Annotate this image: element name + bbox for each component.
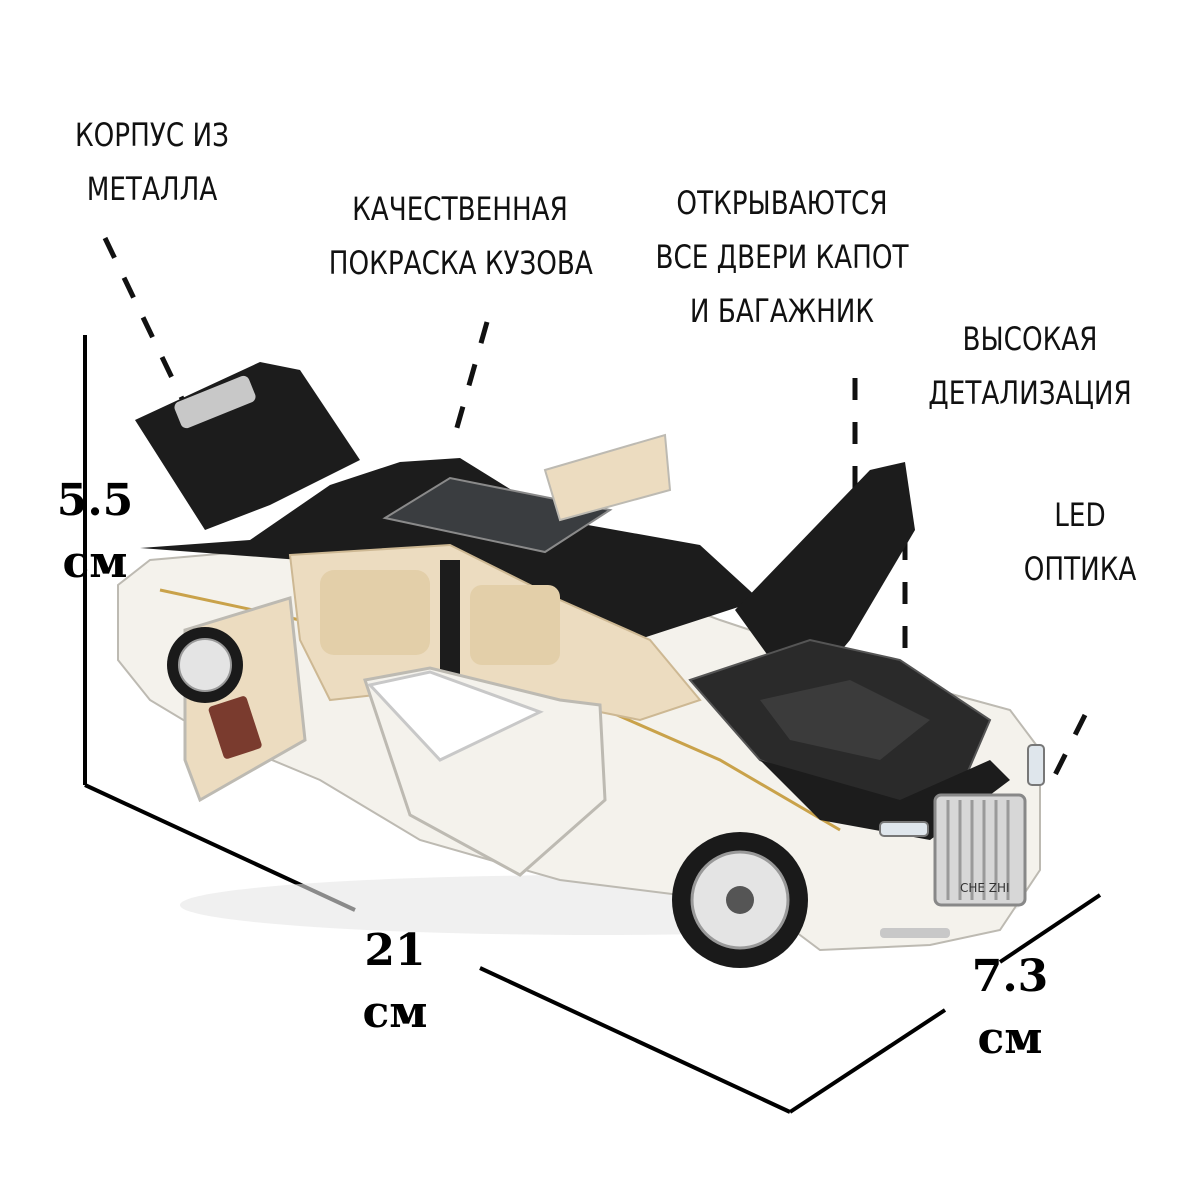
badge-text: CHE ZHI: [960, 881, 1010, 895]
dimension-value: 5.5: [56, 475, 134, 526]
label-line: И БАГАЖНИК: [689, 292, 875, 330]
dimension-value: 21: [364, 925, 426, 976]
hood-lid: [735, 462, 915, 700]
label-line: ОТКРЫВАЮТСЯ: [676, 184, 888, 222]
front-door-window: [367, 670, 544, 762]
dimension-width: 7.3 см: [950, 946, 1070, 1070]
far-door-open: [543, 433, 672, 522]
dimension-unit: см: [62, 537, 128, 588]
rim: [178, 638, 232, 692]
dimension-unit: см: [362, 987, 428, 1038]
label-paint: КАЧЕСТВЕННАЯ ПОКРАСКА КУЗОВА: [328, 182, 593, 290]
sunroof: [382, 476, 613, 554]
label-line: ОПТИКА: [1023, 550, 1137, 588]
bumper-chrome: [880, 928, 950, 938]
label-line: КАЧЕСТВЕННАЯ: [352, 190, 568, 228]
headlight-right: [1027, 744, 1045, 786]
dimension-lines: [83, 335, 1102, 1114]
label-line: LED: [1054, 496, 1106, 534]
trunk-chrome: [174, 375, 256, 429]
door-trim: [208, 696, 262, 759]
leader-led: [1047, 713, 1088, 787]
width-line-upper: [998, 893, 1102, 964]
car-model: CHE ZHI: [117, 362, 1045, 968]
width-line-lower: [788, 1008, 947, 1114]
headlight-left: [879, 821, 929, 837]
leader-paint: [449, 321, 490, 446]
dimension-value: 7.3: [971, 951, 1049, 1002]
label-line: ДЕТАЛИЗАЦИЯ: [928, 374, 1132, 412]
wheel-front: [672, 832, 808, 968]
label-doors: ОТКРЫВАЮТСЯ ВСЕ ДВЕРИ КАПОТ И БАГАЖНИК: [651, 176, 913, 338]
label-line: МЕТАЛЛА: [86, 170, 218, 208]
leader-lines: [102, 236, 1088, 790]
hub: [726, 886, 754, 914]
label-body-metal: КОРПУС ИЗ МЕТАЛЛА: [70, 108, 234, 216]
dimension-length: 21 см: [340, 920, 450, 1044]
length-line-right: [479, 966, 791, 1114]
label-line: КОРПУС ИЗ: [75, 116, 229, 154]
seat-rear: [320, 570, 430, 655]
label-line: ВЫСОКАЯ: [962, 320, 1098, 358]
grille: [933, 793, 1027, 907]
dimension-unit: см: [977, 1013, 1043, 1064]
label-led: LED ОПТИКА: [1014, 488, 1145, 596]
label-line: ПОКРАСКА КУЗОВА: [328, 244, 593, 282]
engine-cover: [760, 680, 930, 760]
label-line: ВСЕ ДВЕРИ КАПОТ: [655, 238, 909, 276]
leader-body-metal: [102, 236, 188, 407]
dimension-height: 5.5 см: [40, 470, 150, 594]
grille-bars: [946, 800, 1010, 900]
wheel-rear: [167, 627, 243, 703]
seat-front: [470, 585, 560, 665]
label-detail: ВЫСОКАЯ ДЕТАЛИЗАЦИЯ: [923, 312, 1136, 420]
